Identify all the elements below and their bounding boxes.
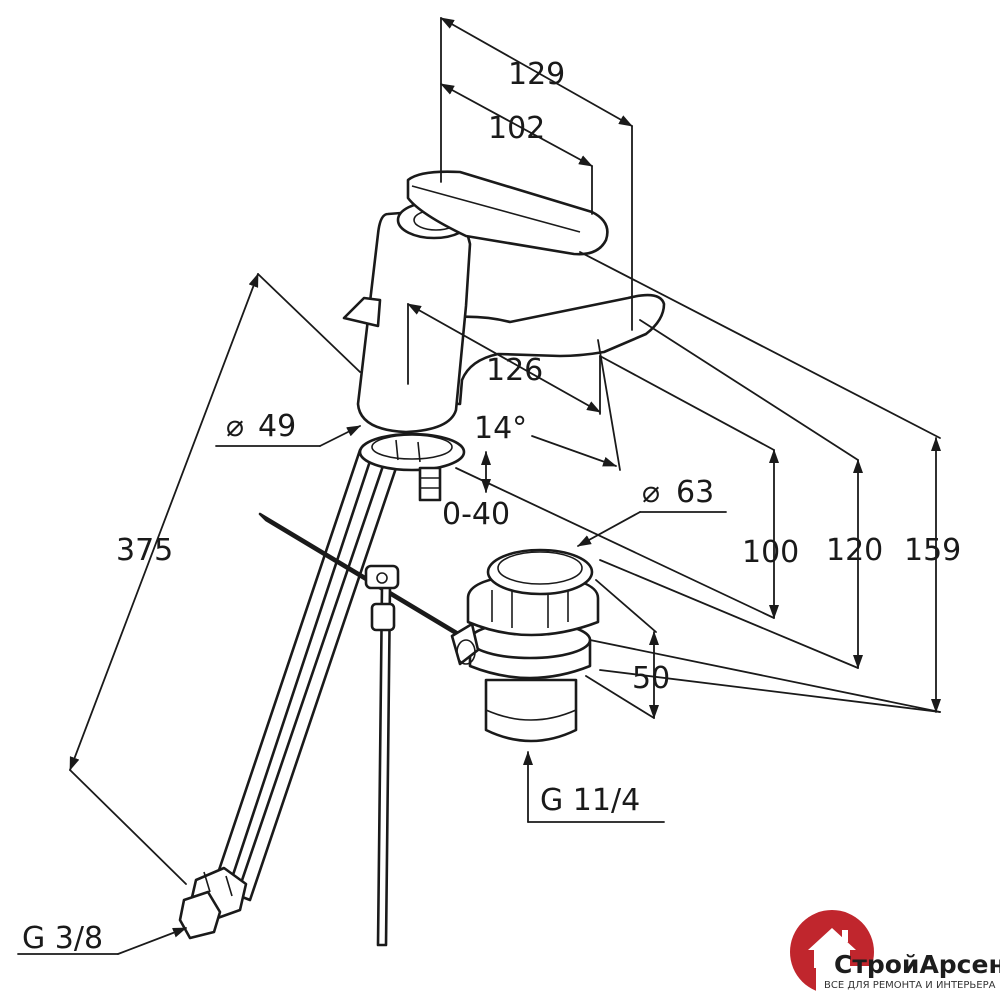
dim-50: 50 (632, 661, 670, 696)
dim-phi-63: 63 (676, 475, 714, 510)
dim-angle-14: 14° (474, 411, 527, 446)
dim-100: 100 (742, 535, 799, 570)
thread-g-1-1-4: G 11/4 (540, 783, 640, 818)
dim-375: 375 (116, 533, 173, 568)
logo-emblem-icon (790, 910, 998, 998)
dim-159: 159 (904, 533, 961, 568)
dim-129: 129 (508, 57, 565, 92)
waste-valve (450, 548, 600, 743)
dim-126: 126 (486, 353, 543, 388)
thread-g-3-8: G 3/8 (22, 921, 103, 956)
stroyarsenal-logo: СтройАрсенал ВСЕ ДЛЯ РЕМОНТА И ИНТЕРЬЕРА (786, 906, 1000, 998)
diameter-symbol-49: ⌀ (226, 409, 244, 444)
dimension-lines (17, 17, 941, 955)
dim-phi-49: 49 (258, 409, 296, 444)
dim-0-40: 0-40 (442, 497, 510, 532)
dim-120: 120 (826, 533, 883, 568)
hose-nut-g38 (178, 866, 248, 940)
diameter-symbol-63: ⌀ (642, 475, 660, 510)
pop-up-rod (258, 512, 468, 947)
logo-tagline: ВСЕ ДЛЯ РЕМОНТА И ИНТЕРЬЕРА (824, 980, 996, 991)
dimension-labels: 129 102 126 14° ⌀ 49 0-40 ⌀ 63 375 100 1… (22, 57, 961, 956)
dim-102: 102 (488, 111, 545, 146)
supply-hoses (178, 448, 399, 940)
logo-name: СтройАрсенал (834, 950, 1000, 979)
